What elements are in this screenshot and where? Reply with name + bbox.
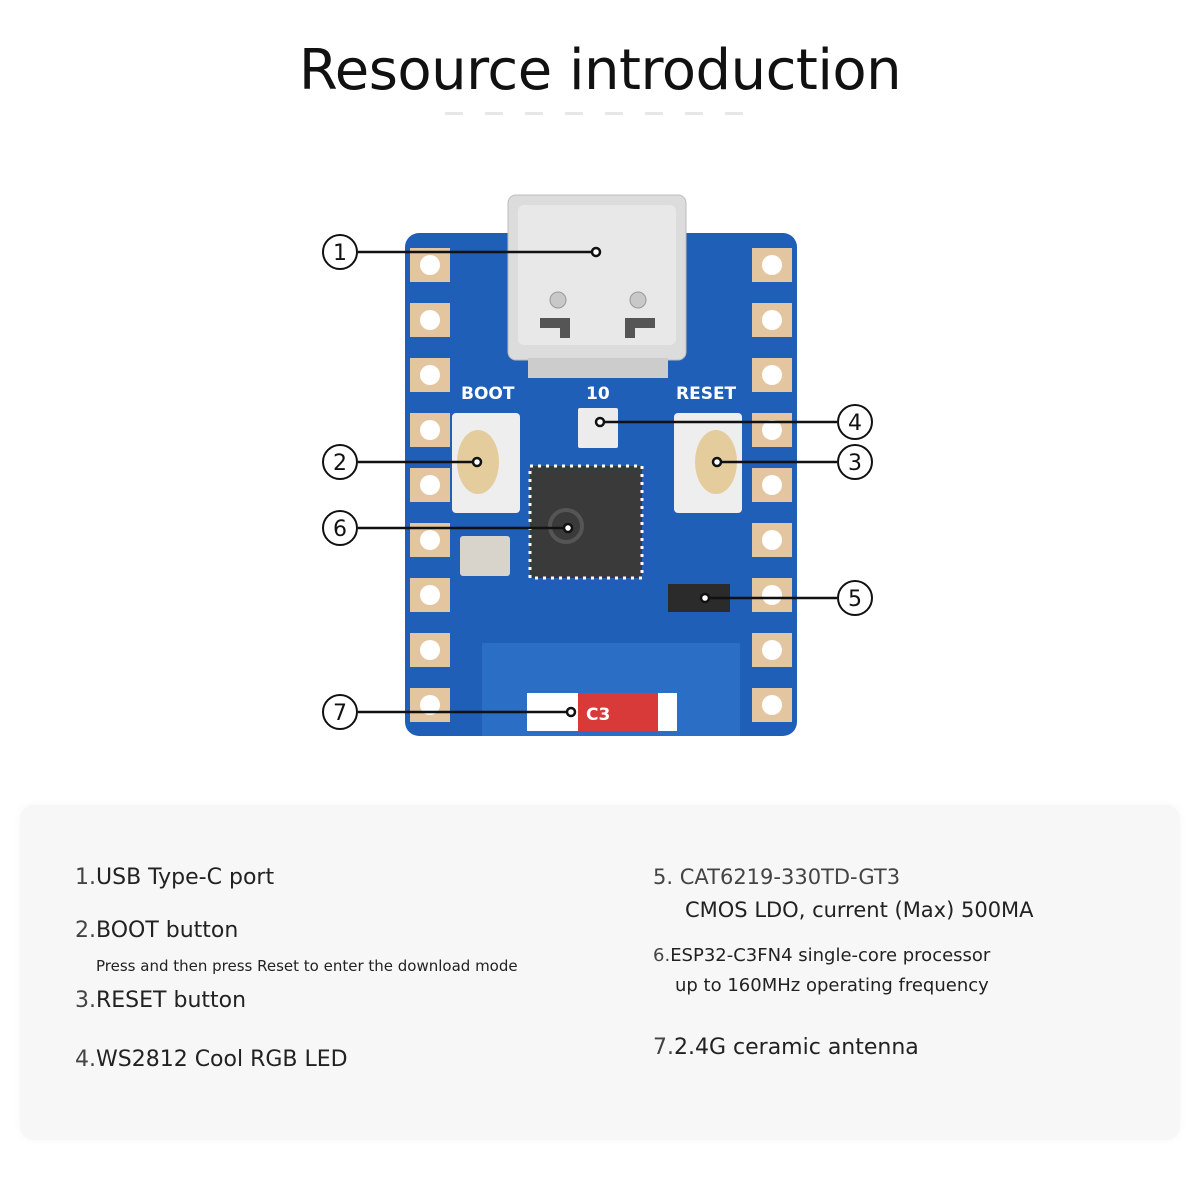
rgb-led <box>578 408 618 448</box>
callout-circle-3 <box>837 444 873 480</box>
silk-reset: RESET <box>676 384 737 404</box>
legend-item-2: 2.BOOT button <box>75 918 239 943</box>
legend-item-6-note: up to 160MHz operating frequency <box>675 975 989 996</box>
legend-item-5-note: CMOS LDO, current (Max) 500MA <box>685 898 1034 922</box>
pin-hole <box>762 530 782 550</box>
crystal <box>460 536 510 576</box>
pin-hole <box>420 585 440 605</box>
callout-number: 1 <box>333 241 347 266</box>
pin-hole <box>420 530 440 550</box>
callout-number: 6 <box>333 517 347 542</box>
callout-number: 5 <box>848 587 862 612</box>
pin-hole <box>420 310 440 330</box>
pin-hole <box>762 310 782 330</box>
callout-circle-4 <box>837 404 873 440</box>
pin-hole <box>762 475 782 495</box>
pin-hole <box>420 695 440 715</box>
pin-hole <box>420 640 440 660</box>
pin-hole <box>420 475 440 495</box>
pin-hole <box>420 255 440 275</box>
callout-lines <box>358 246 837 718</box>
pin-hole <box>762 365 782 385</box>
board-diagram: BOOT 10 RESET C3 1 2 3 4 5 6 7 <box>322 194 873 736</box>
pin-hole <box>420 365 440 385</box>
title-underline-decoration <box>445 112 745 115</box>
pin-hole <box>420 420 440 440</box>
esp32-chip <box>528 464 644 580</box>
legend-item-7: 7.2.4G ceramic antenna <box>653 1035 919 1060</box>
pin-hole <box>762 640 782 660</box>
legend-item-1: 1.USB Type-C port <box>75 865 275 890</box>
callout-circle-2 <box>322 444 358 480</box>
pin-hole <box>762 695 782 715</box>
silk-boot: BOOT <box>461 384 515 404</box>
callout-number: 4 <box>848 411 862 436</box>
callout-number: 7 <box>333 701 347 726</box>
silk-led-pin: 10 <box>586 384 610 404</box>
pin-hole <box>762 255 782 275</box>
callout-circle-7 <box>322 694 358 730</box>
page-title: Resource introduction <box>298 38 902 103</box>
legend-item-2-note: Press and then press Reset to enter the … <box>96 957 518 975</box>
usb-c-connector <box>507 194 687 378</box>
callout-circle-5 <box>837 580 873 616</box>
legend-item-6: 6.ESP32-C3FN4 single-core processor <box>653 945 991 966</box>
antenna-mark: C3 <box>586 705 610 725</box>
legend-item-4: 4.WS2812 Cool RGB LED <box>75 1047 348 1072</box>
left-pin-pads <box>410 248 450 722</box>
legend-panel: 1.USB Type-C port 2.BOOT button Press an… <box>20 805 1180 1140</box>
legend-item-3: 3.RESET button <box>75 988 247 1013</box>
legend-item-5: 5. CAT6219-330TD-GT3 <box>653 865 901 889</box>
pin-hole <box>762 585 782 605</box>
callout-circle-6 <box>322 510 358 546</box>
right-pin-pads <box>752 248 792 722</box>
pin-hole <box>762 420 782 440</box>
callout-circle-1 <box>322 234 358 270</box>
callout-number: 3 <box>848 451 862 476</box>
callout-number: 2 <box>333 451 347 476</box>
ceramic-antenna: C3 <box>527 693 677 731</box>
